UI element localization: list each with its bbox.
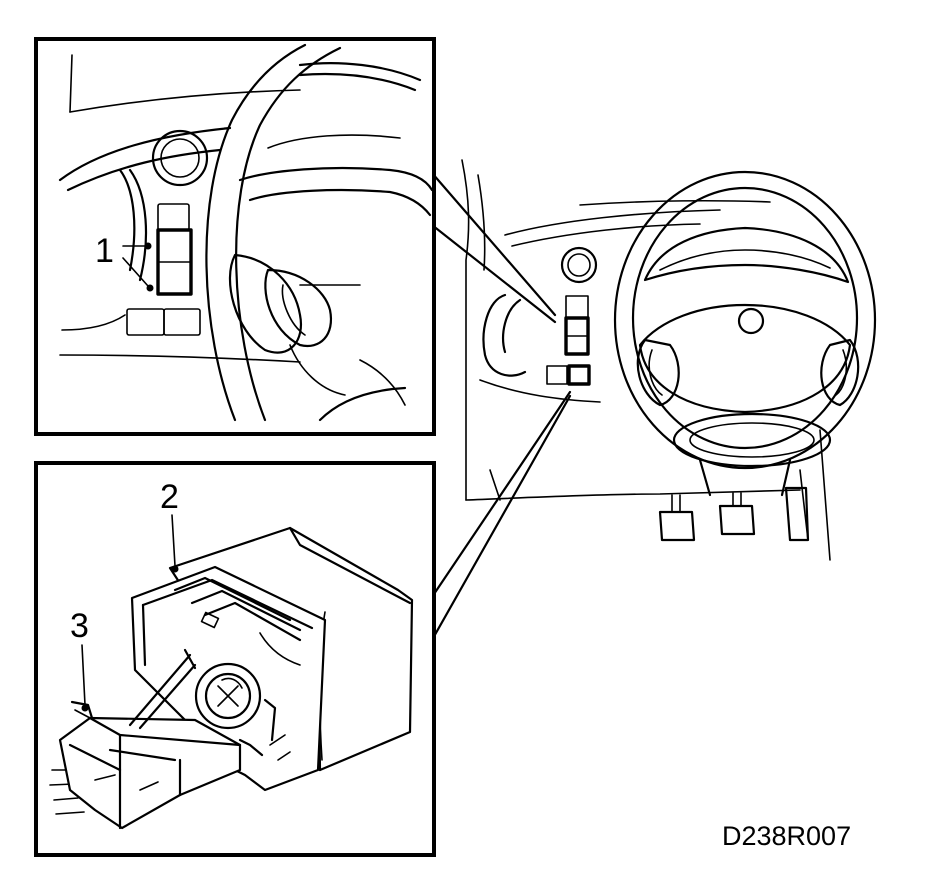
pedals [658, 486, 810, 542]
callout-label-1: 1 [95, 232, 114, 270]
detail-inset-switches: 1 [34, 37, 436, 436]
callout-label-2: 2 [160, 478, 179, 516]
dashboard-overview [461, 159, 877, 561]
callout-label-3: 3 [70, 607, 89, 645]
drawing-code: D238R007 [722, 821, 851, 851]
detail-inset-connector: 2 3 [34, 461, 436, 857]
